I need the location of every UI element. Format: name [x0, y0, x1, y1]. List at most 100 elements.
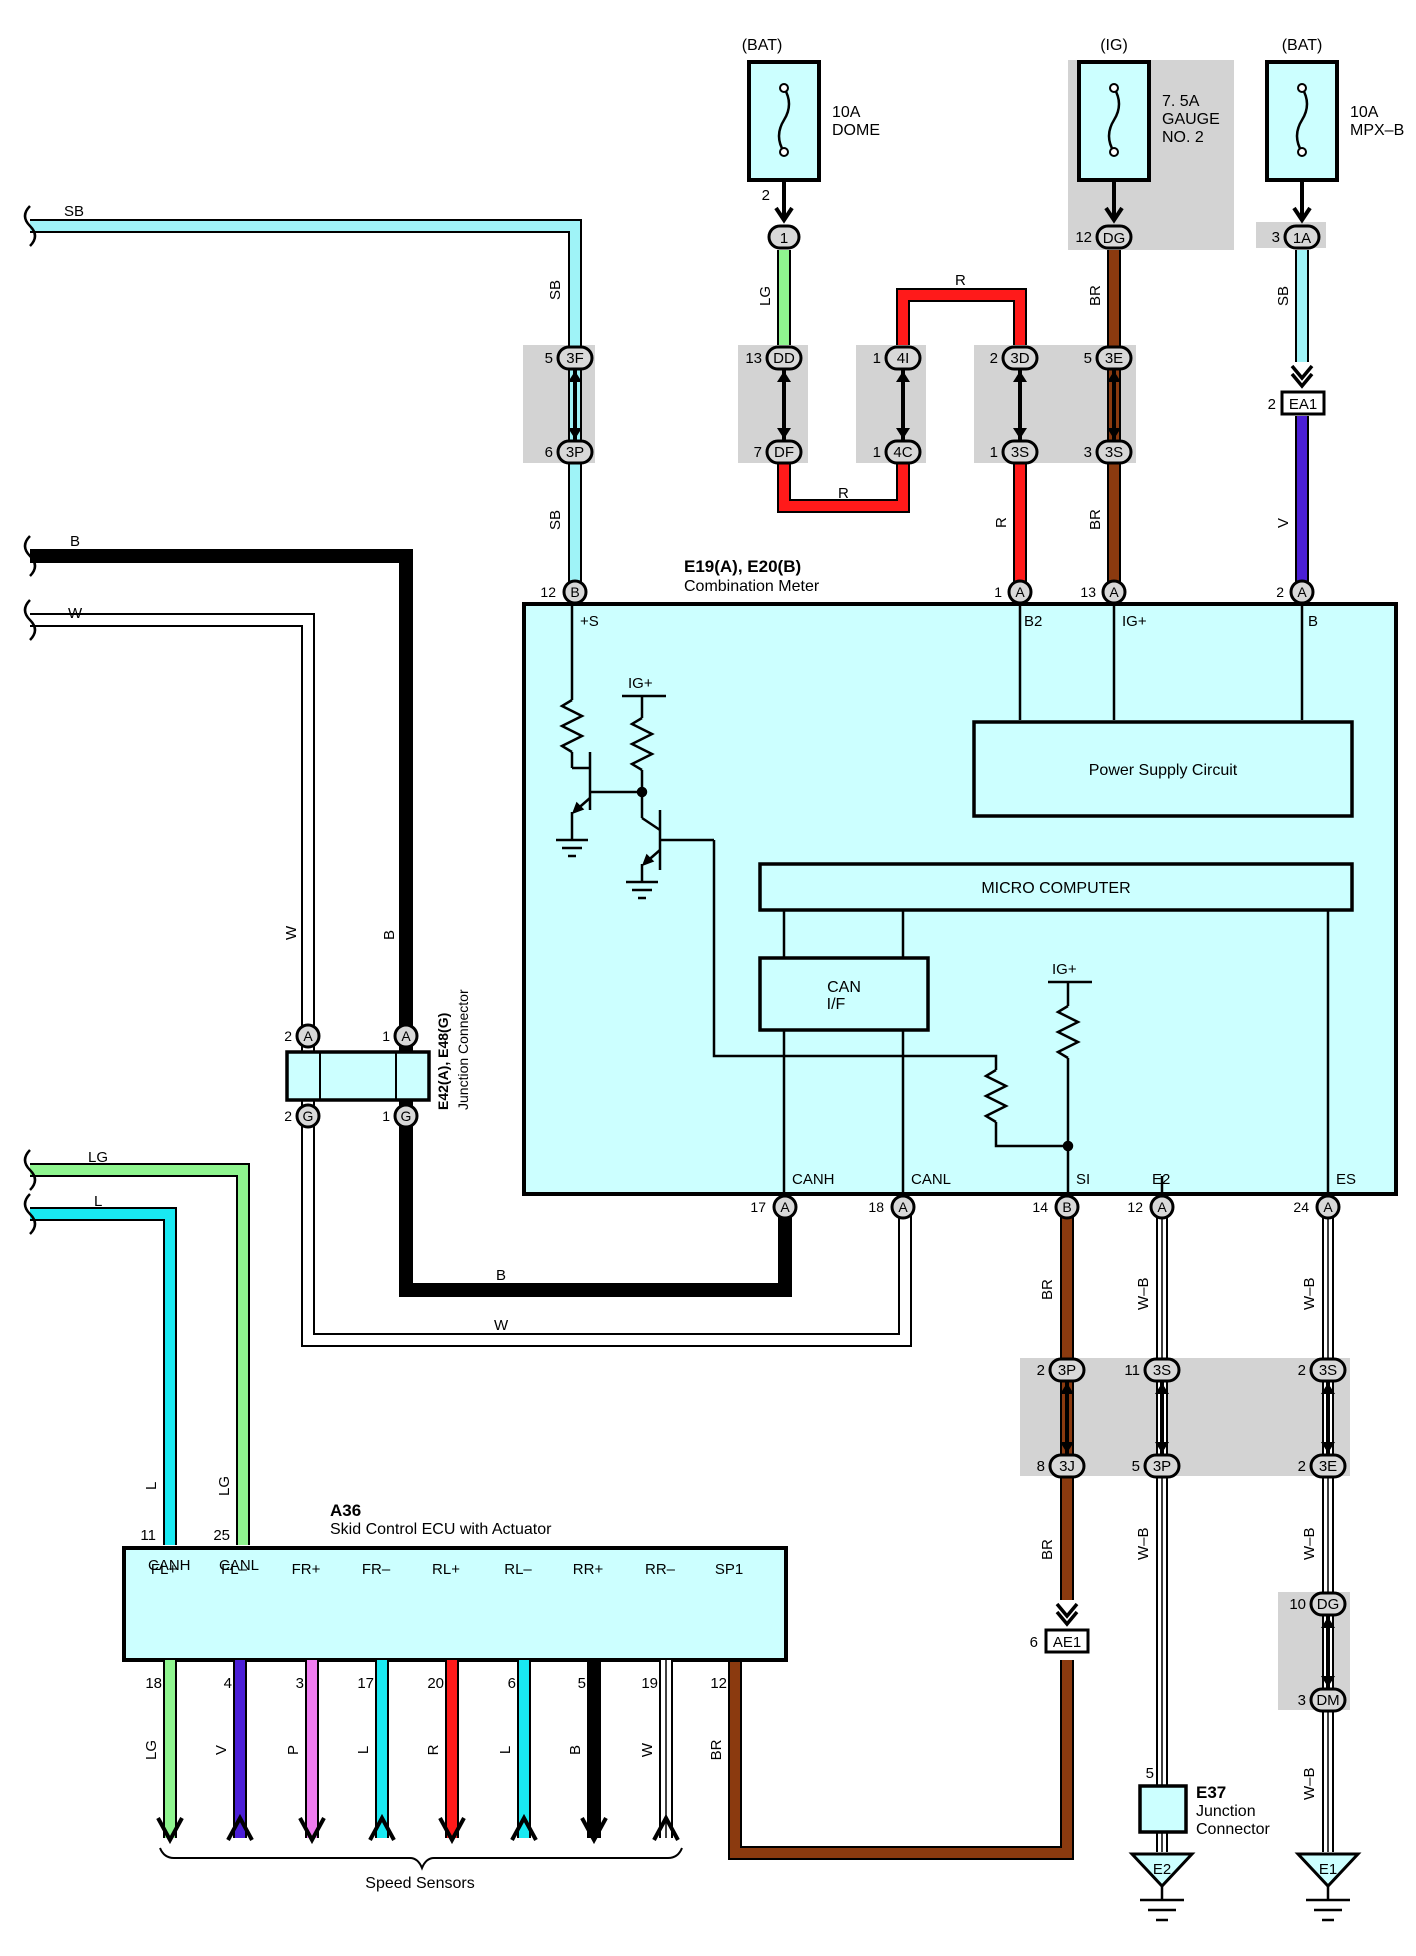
svg-text:B: B [1062, 1199, 1071, 1215]
ecu-pin-rl-minus: RL–6L [497, 1561, 538, 1841]
meter-pin-13a: A13 [1080, 579, 1127, 605]
svg-text:E19(A), E20(B): E19(A), E20(B) [684, 557, 801, 576]
svg-text:3: 3 [1272, 229, 1280, 246]
wire-r-top [896, 288, 1027, 345]
wire-br-sp1 [728, 1660, 1074, 1860]
svg-text:V: V [1275, 518, 1292, 528]
svg-text:FL+: FL+ [151, 1561, 178, 1578]
svg-text:SB: SB [1275, 286, 1292, 306]
svg-text:17: 17 [357, 1675, 374, 1692]
svg-text:12: 12 [710, 1675, 727, 1692]
svg-text:7. 5A: 7. 5A [1162, 93, 1200, 110]
svg-text:B2: B2 [1024, 613, 1042, 630]
svg-text:5: 5 [1132, 1458, 1140, 1475]
svg-text:A: A [303, 1028, 313, 1044]
svg-text:1: 1 [873, 350, 881, 367]
skid-control-ecu: A36 Skid Control ECU with Actuator 11 25… [122, 1501, 788, 1662]
svg-text:+S: +S [580, 613, 599, 630]
svg-text:B: B [1308, 613, 1318, 630]
svg-text:B: B [70, 533, 80, 550]
svg-text:B: B [496, 1267, 506, 1284]
svg-text:DM: DM [1316, 1692, 1339, 1709]
svg-text:3P: 3P [566, 444, 584, 461]
svg-text:B: B [570, 584, 579, 600]
svg-text:A: A [401, 1028, 411, 1044]
wire-break-marks [23, 205, 37, 1235]
svg-text:W: W [639, 1742, 656, 1757]
wire-lg-left [30, 1163, 250, 1545]
svg-text:FL–: FL– [221, 1561, 248, 1578]
svg-text:12: 12 [1075, 229, 1092, 246]
svg-text:A: A [780, 1199, 790, 1215]
svg-text:(BAT): (BAT) [742, 37, 783, 54]
svg-text:19: 19 [641, 1675, 658, 1692]
meter-pin-1a: A1 [994, 579, 1033, 605]
svg-text:SB: SB [547, 510, 564, 530]
fuse-gauge-icon [1107, 87, 1121, 153]
svg-text:13: 13 [1080, 584, 1096, 600]
svg-text:R: R [993, 517, 1010, 528]
fuse-mpxb: (BAT) 10A MPX–B [1265, 37, 1404, 182]
svg-text:3P: 3P [1058, 1362, 1076, 1379]
svg-text:A: A [1015, 584, 1025, 600]
svg-text:LG: LG [757, 286, 774, 306]
svg-text:3S: 3S [1319, 1362, 1337, 1379]
svg-text:Junction: Junction [1196, 1803, 1256, 1820]
svg-text:L: L [143, 1482, 160, 1490]
svg-text:Combination Meter: Combination Meter [684, 578, 820, 595]
svg-text:18: 18 [145, 1675, 162, 1692]
svg-text:DG: DG [1317, 1596, 1340, 1613]
svg-text:3S: 3S [1105, 444, 1123, 461]
ground-e1: E1 [1294, 1852, 1362, 1922]
svg-text:CANH: CANH [792, 1171, 835, 1188]
svg-text:Power Supply Circuit: Power Supply Circuit [1089, 762, 1238, 779]
svg-text:4I: 4I [897, 350, 910, 367]
svg-text:LG: LG [216, 1476, 233, 1496]
svg-text:L: L [497, 1746, 514, 1754]
svg-text:20: 20 [427, 1675, 444, 1692]
svg-text:W–B: W–B [1301, 1277, 1318, 1310]
svg-text:1: 1 [994, 584, 1002, 600]
svg-text:(BAT): (BAT) [1282, 37, 1323, 54]
svg-text:CAN: CAN [827, 979, 861, 996]
fuse-output-wires [782, 180, 1304, 218]
ecu-pin-fl-minus: FL–4V [213, 1561, 254, 1841]
svg-text:11: 11 [140, 1527, 156, 1544]
svg-text:5: 5 [1146, 1765, 1154, 1782]
svg-text:A: A [1157, 1199, 1167, 1215]
svg-text:3E: 3E [1319, 1458, 1337, 1475]
meter-pin-18a: A18 [868, 1194, 916, 1220]
svg-text:3J: 3J [1059, 1458, 1075, 1475]
junction-connector-e37: 5 E37 Junction Connector [1138, 1765, 1270, 1838]
svg-text:6: 6 [1030, 1634, 1038, 1651]
ground-e2: E2 [1128, 1852, 1196, 1922]
svg-text:5: 5 [1084, 350, 1092, 367]
svg-text:2: 2 [990, 350, 998, 367]
svg-text:3F: 3F [566, 350, 584, 367]
speed-sensors-brace: Speed Sensors [159, 1847, 683, 1892]
svg-text:3S: 3S [1011, 444, 1029, 461]
svg-text:(IG): (IG) [1100, 37, 1128, 54]
svg-text:Speed Sensors: Speed Sensors [365, 1875, 474, 1892]
meter-pin-24a: A24 [1293, 1194, 1341, 1220]
svg-text:W: W [494, 1317, 509, 1334]
svg-text:10: 10 [1289, 1596, 1306, 1613]
svg-text:RR–: RR– [645, 1561, 676, 1578]
svg-text:P: P [285, 1745, 302, 1755]
fuse-mpxb-icon [1295, 87, 1309, 153]
svg-text:IG+: IG+ [1122, 613, 1147, 630]
svg-text:2: 2 [1276, 584, 1284, 600]
svg-text:2: 2 [284, 1028, 292, 1044]
wire-labels: SB B W LG L SB SB LG R R R BR BR SB V W … [64, 203, 1318, 1800]
ecu-pin-rr-plus: RR+5B [567, 1561, 608, 1845]
svg-text:11: 11 [1124, 1362, 1140, 1379]
svg-text:E37: E37 [1196, 1783, 1226, 1802]
svg-text:2: 2 [1268, 396, 1276, 413]
fuse-dome: (BAT) 10A DOME [742, 37, 880, 182]
meter-pins: B12 A1 A13 A2 A17 A18 B14 A12 A24 [540, 579, 1341, 1220]
svg-text:SP1: SP1 [715, 1561, 743, 1578]
